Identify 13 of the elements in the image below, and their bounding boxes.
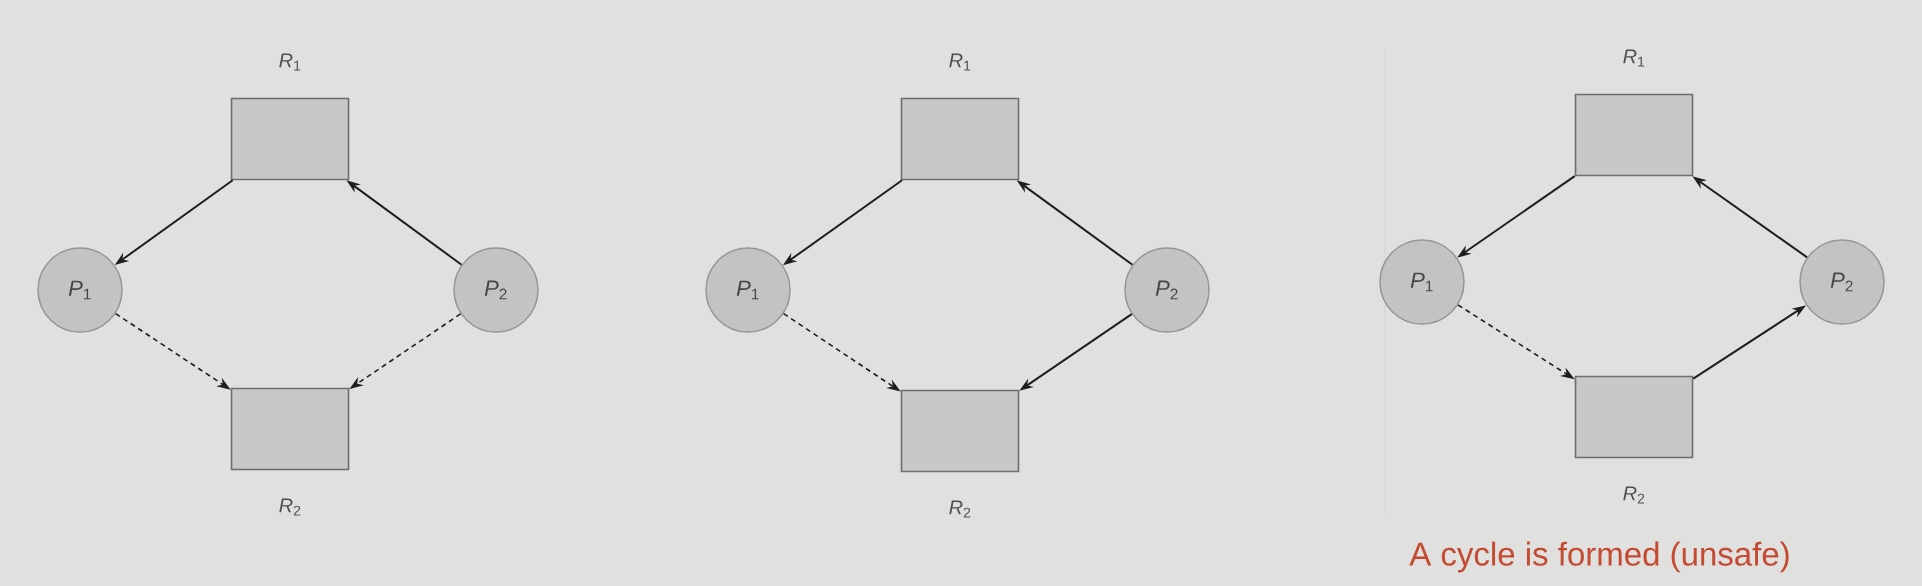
node-label: R$_{1}$ bbox=[279, 53, 301, 71]
resource-box: R$_{1}$ bbox=[230, 53, 350, 181]
node-label: R$_{2}$ bbox=[949, 500, 971, 518]
resource-box: R$_{2}$ bbox=[230, 387, 350, 516]
node-label: R$_{2}$ bbox=[279, 498, 301, 516]
node-label: R$_{1}$ bbox=[1623, 49, 1645, 67]
resource-box: R$_{2}$ bbox=[1574, 375, 1694, 504]
node-label: R$_{2}$ bbox=[1623, 486, 1645, 504]
caption: A cycle is formed (unsafe) bbox=[1409, 541, 1789, 573]
resource-box: R$_{2}$ bbox=[900, 389, 1020, 518]
resource-box: R$_{1}$ bbox=[1574, 49, 1694, 177]
resource-box: R$_{1}$ bbox=[900, 53, 1020, 181]
node-label: R$_{1}$ bbox=[949, 53, 971, 71]
